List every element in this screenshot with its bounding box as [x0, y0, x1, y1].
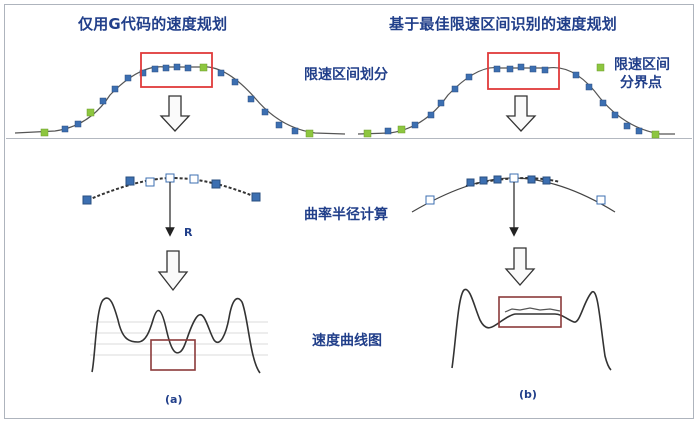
left-panel-caption: (a): [165, 393, 183, 406]
row-label-partition: 限速区间划分: [304, 67, 388, 83]
left-speed-curve: [91, 297, 261, 374]
right-curvature-points: [425, 173, 606, 205]
right-speed-highlight: [498, 296, 562, 328]
boundary-label-line2: 分界点: [620, 75, 662, 91]
right-panel-title: 基于最佳限速区间识别的速度规划: [389, 15, 618, 33]
left-blue-points: [61, 63, 299, 135]
boundary-label: 限速区间 分界点: [614, 56, 670, 92]
left-speed-gridlines: [90, 321, 268, 356]
section-divider: [6, 138, 692, 139]
left-highlight-box: [140, 52, 213, 88]
row-label-curvature: 曲率半径计算: [304, 207, 388, 223]
left-down-arrow-1: [159, 95, 191, 132]
right-blue-points: [384, 63, 643, 135]
left-down-arrow-2: [157, 250, 189, 292]
left-speed-highlight: [150, 339, 196, 371]
left-curvature-points: [82, 173, 261, 205]
right-down-arrow-1: [505, 95, 537, 132]
boundary-label-line1: 限速区间: [614, 57, 670, 73]
right-green-points: [363, 63, 660, 139]
right-panel-caption: (b): [519, 388, 537, 401]
right-down-arrow-2: [504, 247, 536, 286]
left-green-points: [40, 63, 314, 138]
right-speed-flat: [504, 307, 561, 313]
right-highlight-box: [487, 52, 560, 90]
right-speed-curve: [451, 288, 612, 371]
row-label-speed-curve: 速度曲线图: [312, 333, 382, 349]
radius-label: R: [184, 226, 193, 239]
diagram-frame: [4, 4, 694, 419]
left-panel-title: 仅用G代码的速度规划: [78, 15, 228, 33]
